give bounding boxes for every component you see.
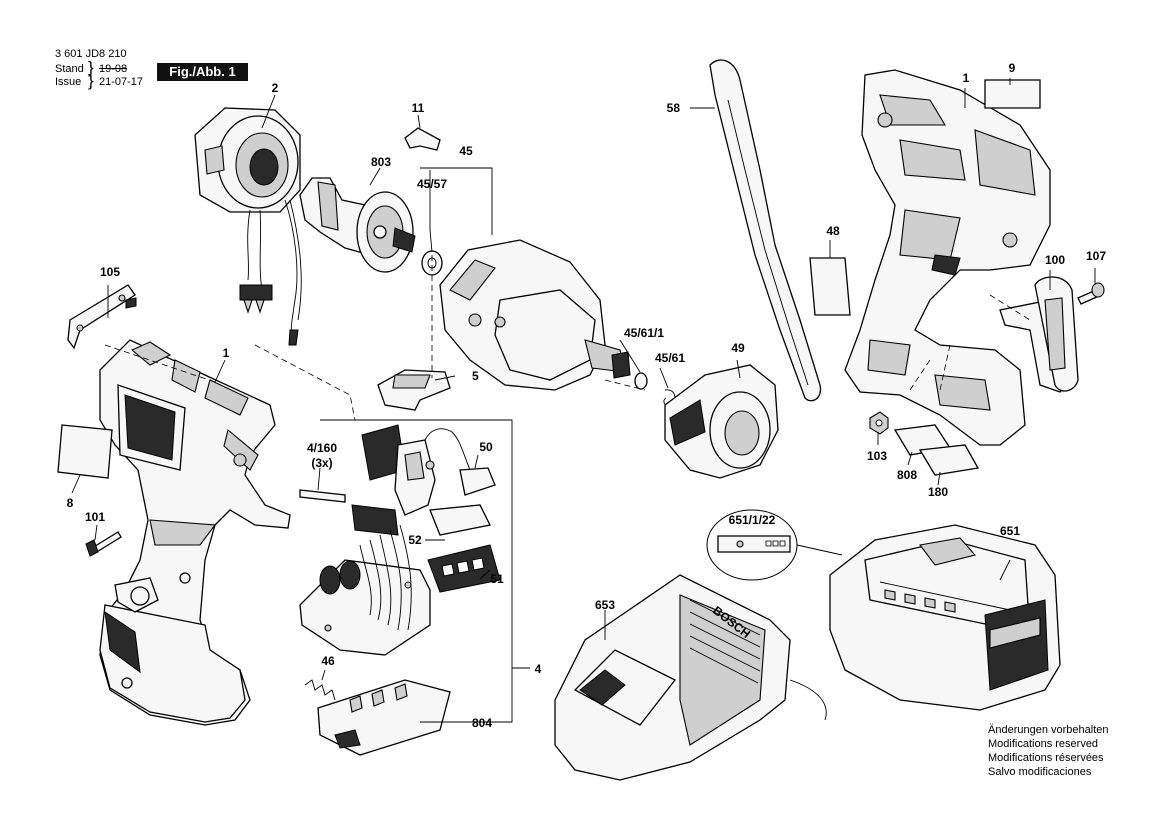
spring-46 bbox=[304, 679, 336, 701]
callout-8: 8 bbox=[67, 496, 74, 510]
pad-52 bbox=[429, 504, 491, 536]
callout-52: 52 bbox=[408, 533, 422, 547]
callout-2: 2 bbox=[272, 81, 279, 95]
pin-4-160 bbox=[299, 489, 346, 503]
callout-49: 49 bbox=[731, 341, 745, 355]
issue-date: 21-07-17 bbox=[99, 76, 144, 88]
callout-105: 105 bbox=[100, 265, 120, 279]
bumper-49 bbox=[664, 364, 779, 479]
callout-3x: (3x) bbox=[311, 456, 332, 470]
note-line-de: Änderungen vorbehalten bbox=[988, 724, 1109, 736]
figure-label: Fig./Abb. 1 bbox=[157, 63, 248, 81]
stator-2 bbox=[194, 107, 302, 346]
callout-48: 48 bbox=[826, 224, 840, 238]
callout-103: 103 bbox=[867, 449, 887, 463]
battery-651 bbox=[829, 524, 1061, 711]
callout-labels: 2 11 803 45 45/57 58 1 9 48 100 107 105 … bbox=[67, 61, 1107, 730]
callout-808: 808 bbox=[897, 468, 917, 482]
callout-5: 5 bbox=[472, 369, 479, 383]
housing-right-part bbox=[844, 69, 1051, 446]
screw-101 bbox=[85, 531, 122, 557]
callout-11: 11 bbox=[412, 101, 425, 115]
callout-651: 651 bbox=[1000, 524, 1020, 538]
screw-107 bbox=[1077, 282, 1105, 305]
bit-holder-100 bbox=[999, 276, 1079, 393]
callout-45-61: 45/61 bbox=[655, 351, 685, 365]
switch-slider-5 bbox=[377, 369, 451, 411]
callout-100: 100 bbox=[1045, 253, 1065, 267]
brace-stand-icon: } bbox=[88, 58, 94, 77]
callout-1-right: 1 bbox=[963, 71, 970, 85]
strap-58 bbox=[709, 59, 822, 402]
callout-107: 107 bbox=[1086, 249, 1106, 263]
old-date: 19-08 bbox=[99, 63, 128, 75]
ring-45-61-1 bbox=[634, 372, 648, 390]
led-panel-51 bbox=[427, 544, 501, 593]
label-9 bbox=[984, 79, 1041, 109]
callout-58: 58 bbox=[667, 101, 681, 115]
label-180 bbox=[918, 444, 980, 476]
callout-46: 46 bbox=[321, 654, 335, 668]
leader-lines bbox=[71, 78, 1096, 723]
callout-1-left: 1 bbox=[223, 346, 230, 360]
gearbox-45 bbox=[439, 239, 631, 391]
pad-48 bbox=[809, 257, 851, 316]
housing-left-part bbox=[99, 339, 291, 726]
latch-plate-804 bbox=[317, 679, 451, 756]
brace-issue-icon: } bbox=[88, 71, 94, 90]
callout-803: 803 bbox=[371, 155, 391, 169]
callout-45-61-1: 45/61/1 bbox=[624, 326, 664, 340]
callout-180: 180 bbox=[928, 485, 948, 499]
modifications-note: Änderungen vorbehalten Modifications res… bbox=[988, 723, 1108, 779]
callout-9: 9 bbox=[1009, 61, 1016, 75]
issue-label: Issue bbox=[55, 76, 82, 88]
armature-803 bbox=[299, 177, 416, 273]
label-651-1-22 bbox=[706, 509, 843, 581]
note-line-en: Modifications reserved bbox=[988, 738, 1099, 750]
callout-651-1-22: 651/1/22 bbox=[729, 513, 776, 527]
callout-45: 45 bbox=[459, 144, 473, 158]
nut-103 bbox=[869, 411, 889, 435]
charger-653: BOSCH bbox=[554, 574, 827, 781]
callout-50: 50 bbox=[479, 440, 493, 454]
document-number: 3 601 JD8 210 bbox=[55, 48, 127, 60]
callout-653: 653 bbox=[595, 598, 615, 612]
callout-4-160: 4/160 bbox=[307, 441, 337, 455]
switch-module bbox=[351, 424, 471, 536]
stand-label: Stand bbox=[55, 63, 84, 75]
note-line-fr: Modifications réservées bbox=[988, 752, 1104, 764]
electronics-board bbox=[299, 524, 431, 656]
callout-101: 101 bbox=[85, 510, 105, 524]
label-plate-8 bbox=[57, 424, 113, 479]
callout-45-57: 45/57 bbox=[417, 177, 447, 191]
end-cap-105 bbox=[67, 284, 137, 350]
assembly-dashed-lines bbox=[104, 255, 1031, 421]
callout-4: 4 bbox=[535, 662, 542, 676]
lever-50 bbox=[459, 467, 496, 496]
callout-804: 804 bbox=[472, 716, 492, 730]
washer-45-57 bbox=[421, 250, 443, 276]
clip-11 bbox=[404, 127, 441, 151]
note-line-es: Salvo modificaciones bbox=[988, 766, 1092, 778]
callout-51: 51 bbox=[490, 572, 504, 586]
